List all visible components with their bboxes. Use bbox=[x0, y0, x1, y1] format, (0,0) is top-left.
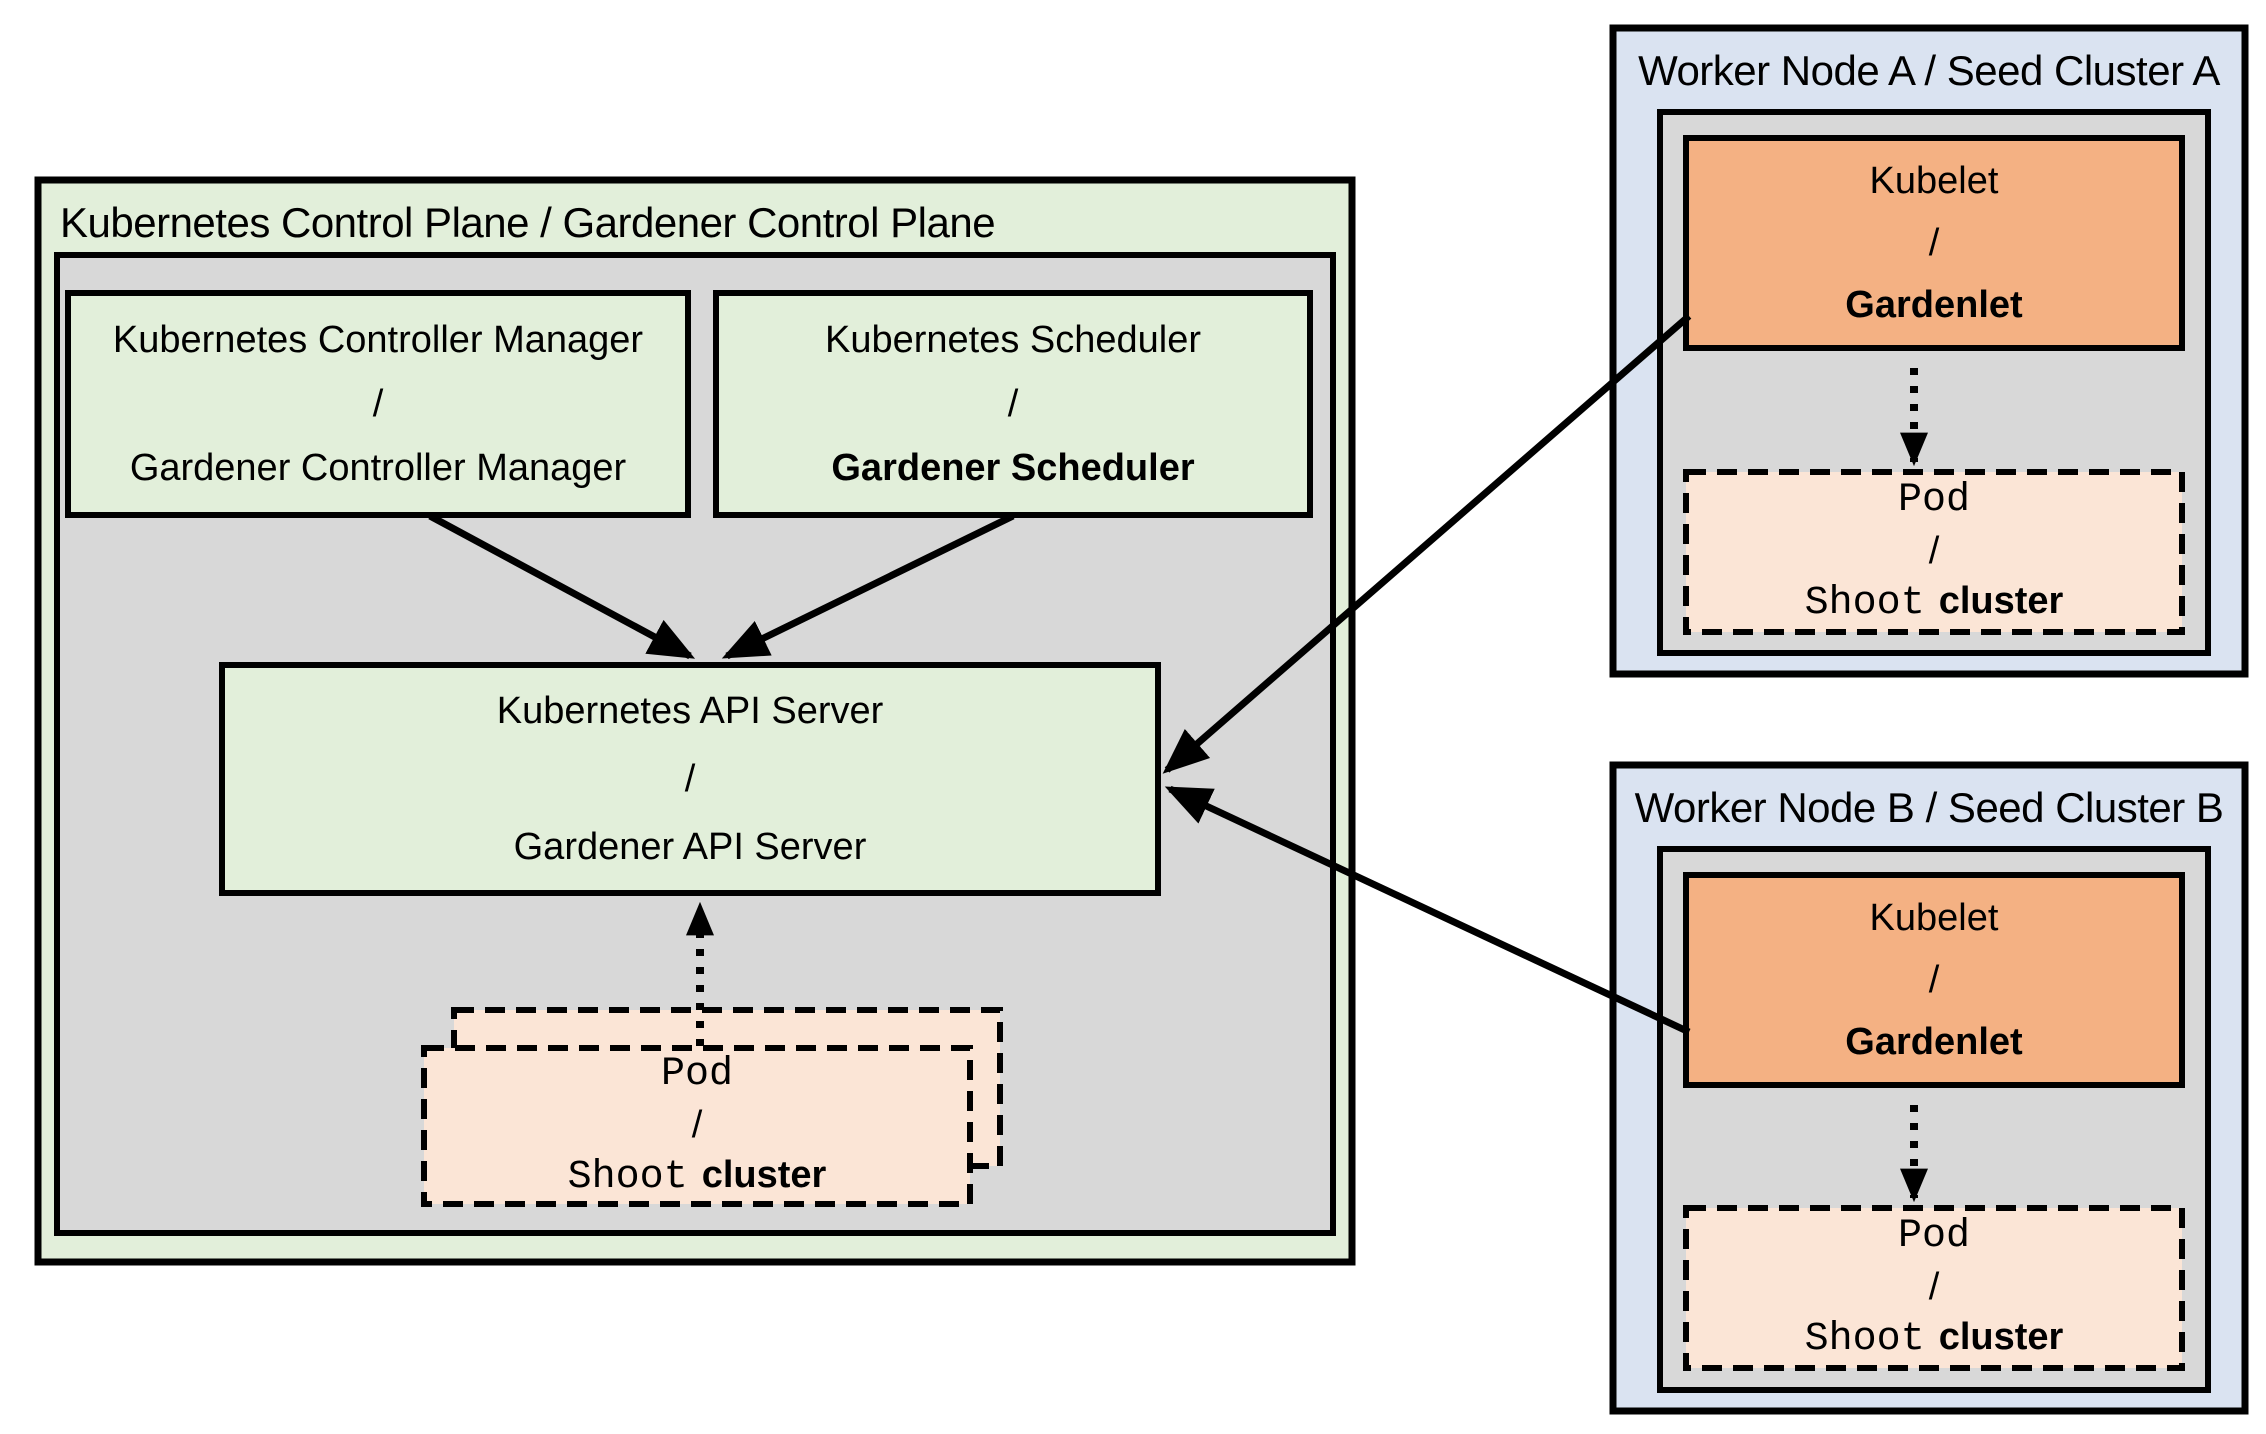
api-server-line1: Kubernetes API Server bbox=[496, 690, 884, 732]
pod-b-line2: Shoot cluster bbox=[1805, 1312, 2064, 1365]
kubelet-a-box bbox=[1683, 135, 2185, 351]
kubelet-a-line1: Kubelet bbox=[1869, 160, 1999, 202]
pod-shoot-label: Pod / Shoot cluster bbox=[430, 1052, 964, 1200]
worker-node-b-title: Worker Node B / Seed Cluster B bbox=[1634, 784, 2224, 831]
scheduler-separator: / bbox=[1007, 383, 1019, 425]
kubelet-a-label: Kubelet / Gardenlet bbox=[1692, 144, 2176, 342]
api-server-label: Kubernetes API Server / Gardener API Ser… bbox=[228, 671, 1152, 887]
pod-b-line1: Pod bbox=[1897, 1213, 1970, 1259]
controller-manager-line2: Gardener Controller Manager bbox=[129, 447, 627, 489]
scheduler-line2: Gardener Scheduler bbox=[831, 447, 1195, 489]
pod-a-line1: Pod bbox=[1897, 477, 1970, 523]
arrow-gardenlet-a-to-api-server bbox=[1162, 313, 1692, 774]
pod-shoot-b-label: Pod / Shoot cluster bbox=[1692, 1214, 2176, 1362]
controller-manager-box bbox=[65, 290, 691, 518]
pod-b-line2-plain: cluster bbox=[1938, 1315, 2064, 1358]
arrow-controller-manager-to-api-server bbox=[428, 512, 696, 660]
pod-a-separator: / bbox=[1928, 529, 1940, 572]
pod-separator: / bbox=[691, 1103, 703, 1146]
kubelet-a-separator: / bbox=[1928, 222, 1940, 264]
worker-node-a-title: Worker Node A / Seed Cluster A bbox=[1638, 47, 2220, 94]
arrow-gardenlet-b-to-api-server bbox=[1164, 785, 1691, 1036]
kubelet-a-line2: Gardenlet bbox=[1845, 284, 2023, 326]
scheduler-label: Kubernetes Scheduler / Gardener Schedule… bbox=[722, 299, 1304, 509]
scheduler-box bbox=[713, 290, 1313, 518]
pod-b-line2-code: Shoot bbox=[1804, 1316, 1925, 1362]
pod-a-line2: Shoot cluster bbox=[1805, 576, 2064, 629]
kubelet-b-box bbox=[1683, 872, 2185, 1088]
controller-manager-separator: / bbox=[372, 383, 384, 425]
pod-shoot-a-label: Pod / Shoot cluster bbox=[1692, 478, 2176, 626]
pod-b-separator: / bbox=[1928, 1265, 1940, 1308]
control-plane-title: Kubernetes Control Plane / Gardener Cont… bbox=[60, 199, 996, 246]
kubelet-b-line2: Gardenlet bbox=[1845, 1021, 2023, 1063]
kubelet-b-label: Kubelet / Gardenlet bbox=[1692, 881, 2176, 1079]
api-server-separator: / bbox=[684, 758, 696, 800]
pod-shoot-box-front bbox=[421, 1045, 973, 1207]
api-server-line2: Gardener API Server bbox=[513, 826, 867, 868]
pod-line2-code: Shoot bbox=[567, 1154, 688, 1200]
kubelet-b-separator: / bbox=[1928, 959, 1940, 1001]
pod-shoot-a-box bbox=[1683, 469, 2185, 635]
pod-shoot-b-box bbox=[1683, 1205, 2185, 1371]
pod-a-line2-plain: cluster bbox=[1938, 579, 2064, 622]
pod-line2: Shoot cluster bbox=[568, 1150, 827, 1203]
controller-manager-line1: Kubernetes Controller Manager bbox=[112, 319, 644, 361]
kubelet-b-line1: Kubelet bbox=[1869, 897, 1999, 939]
arrow-scheduler-to-api-server bbox=[721, 512, 1015, 660]
pod-line2-plain: cluster bbox=[701, 1153, 827, 1196]
pod-a-line2-code: Shoot bbox=[1804, 580, 1925, 626]
pod-line1: Pod bbox=[660, 1051, 733, 1097]
controller-manager-label: Kubernetes Controller Manager / Gardener… bbox=[74, 299, 682, 509]
scheduler-line1: Kubernetes Scheduler bbox=[824, 319, 1202, 361]
api-server-box bbox=[219, 662, 1161, 896]
